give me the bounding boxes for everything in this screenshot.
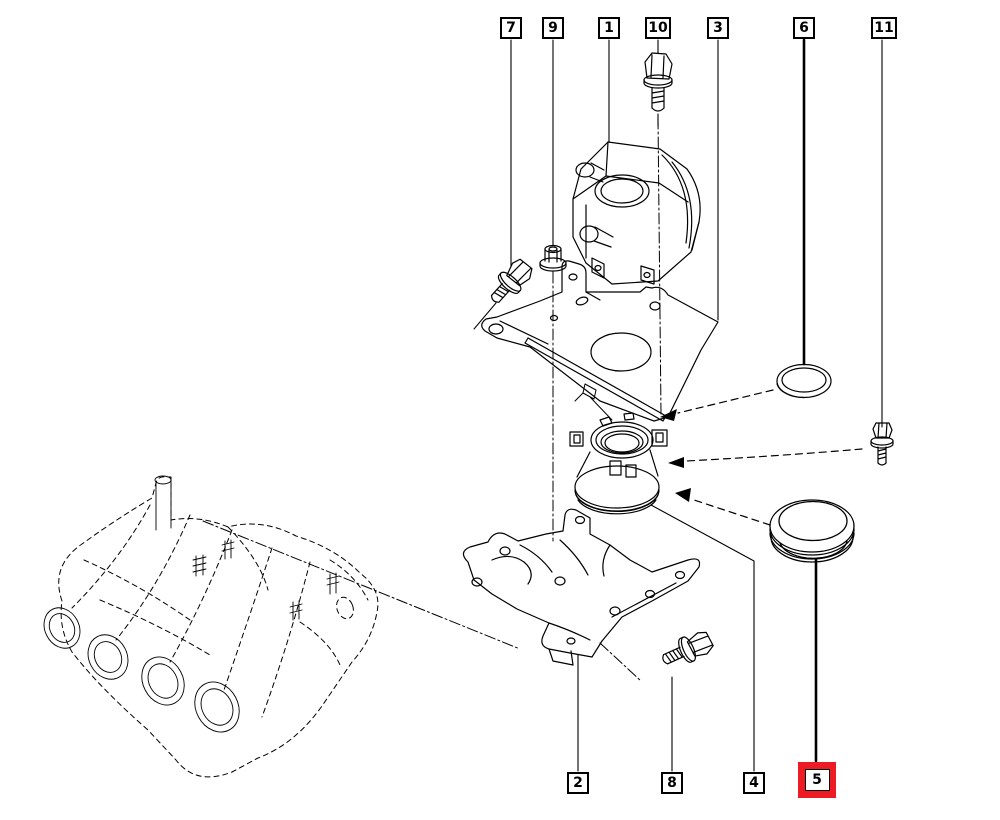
- callout-highlight-box[interactable]: 5: [798, 762, 836, 798]
- callout-5-number: 5: [812, 772, 822, 788]
- callout-3[interactable]: 3: [707, 17, 729, 39]
- callout-9[interactable]: 9: [542, 17, 564, 39]
- callout-6[interactable]: 6: [793, 17, 815, 39]
- nut-9-drawing: [539, 244, 567, 272]
- gasket-ring-6-drawing: [776, 363, 832, 399]
- callout-5[interactable]: 5: [804, 769, 830, 791]
- intake-manifold-drawing: [58, 476, 379, 778]
- callout-2[interactable]: 2: [567, 772, 589, 794]
- pointer-arrows: [660, 389, 863, 526]
- lower-bracket-drawing: [462, 508, 701, 666]
- center-lines: [552, 117, 662, 542]
- callout-11-number: 11: [874, 20, 894, 36]
- seal-ring-5-drawing: [769, 499, 855, 563]
- callout-4[interactable]: 4: [743, 772, 765, 794]
- bolt-7-pointer-line: [473, 302, 497, 330]
- bolt-11-drawing: [870, 422, 894, 466]
- callout-6-number: 6: [799, 20, 809, 36]
- throttle-body-drawing: [572, 141, 701, 285]
- spacer-drawing: [569, 412, 668, 515]
- callout-7[interactable]: 7: [500, 17, 522, 39]
- bolt-10-drawing: [643, 52, 673, 112]
- callout-7-number: 7: [506, 20, 516, 36]
- bolt-7-drawing: [490, 258, 533, 303]
- callout-8-number: 8: [667, 775, 677, 791]
- callout-3-number: 3: [713, 20, 723, 36]
- callout-9-number: 9: [548, 20, 558, 36]
- callout-10-number: 10: [648, 20, 668, 36]
- leader-lines-bold: [802, 38, 818, 763]
- callout-8[interactable]: 8: [661, 772, 683, 794]
- assembly-axis-line: [202, 520, 521, 650]
- callout-11[interactable]: 11: [871, 17, 897, 39]
- leader-lines: [510, 39, 883, 772]
- callout-2-number: 2: [573, 775, 583, 791]
- upper-plate-drawing: [481, 260, 719, 422]
- callout-4-number: 4: [749, 775, 759, 791]
- callout-1[interactable]: 1: [598, 17, 620, 39]
- callout-1-number: 1: [604, 20, 614, 36]
- bolt-8-drawing: [662, 631, 714, 665]
- callout-10[interactable]: 10: [645, 17, 671, 39]
- assembly-axis-line-2: [599, 642, 642, 682]
- intake-manifold-ports: [43, 475, 340, 733]
